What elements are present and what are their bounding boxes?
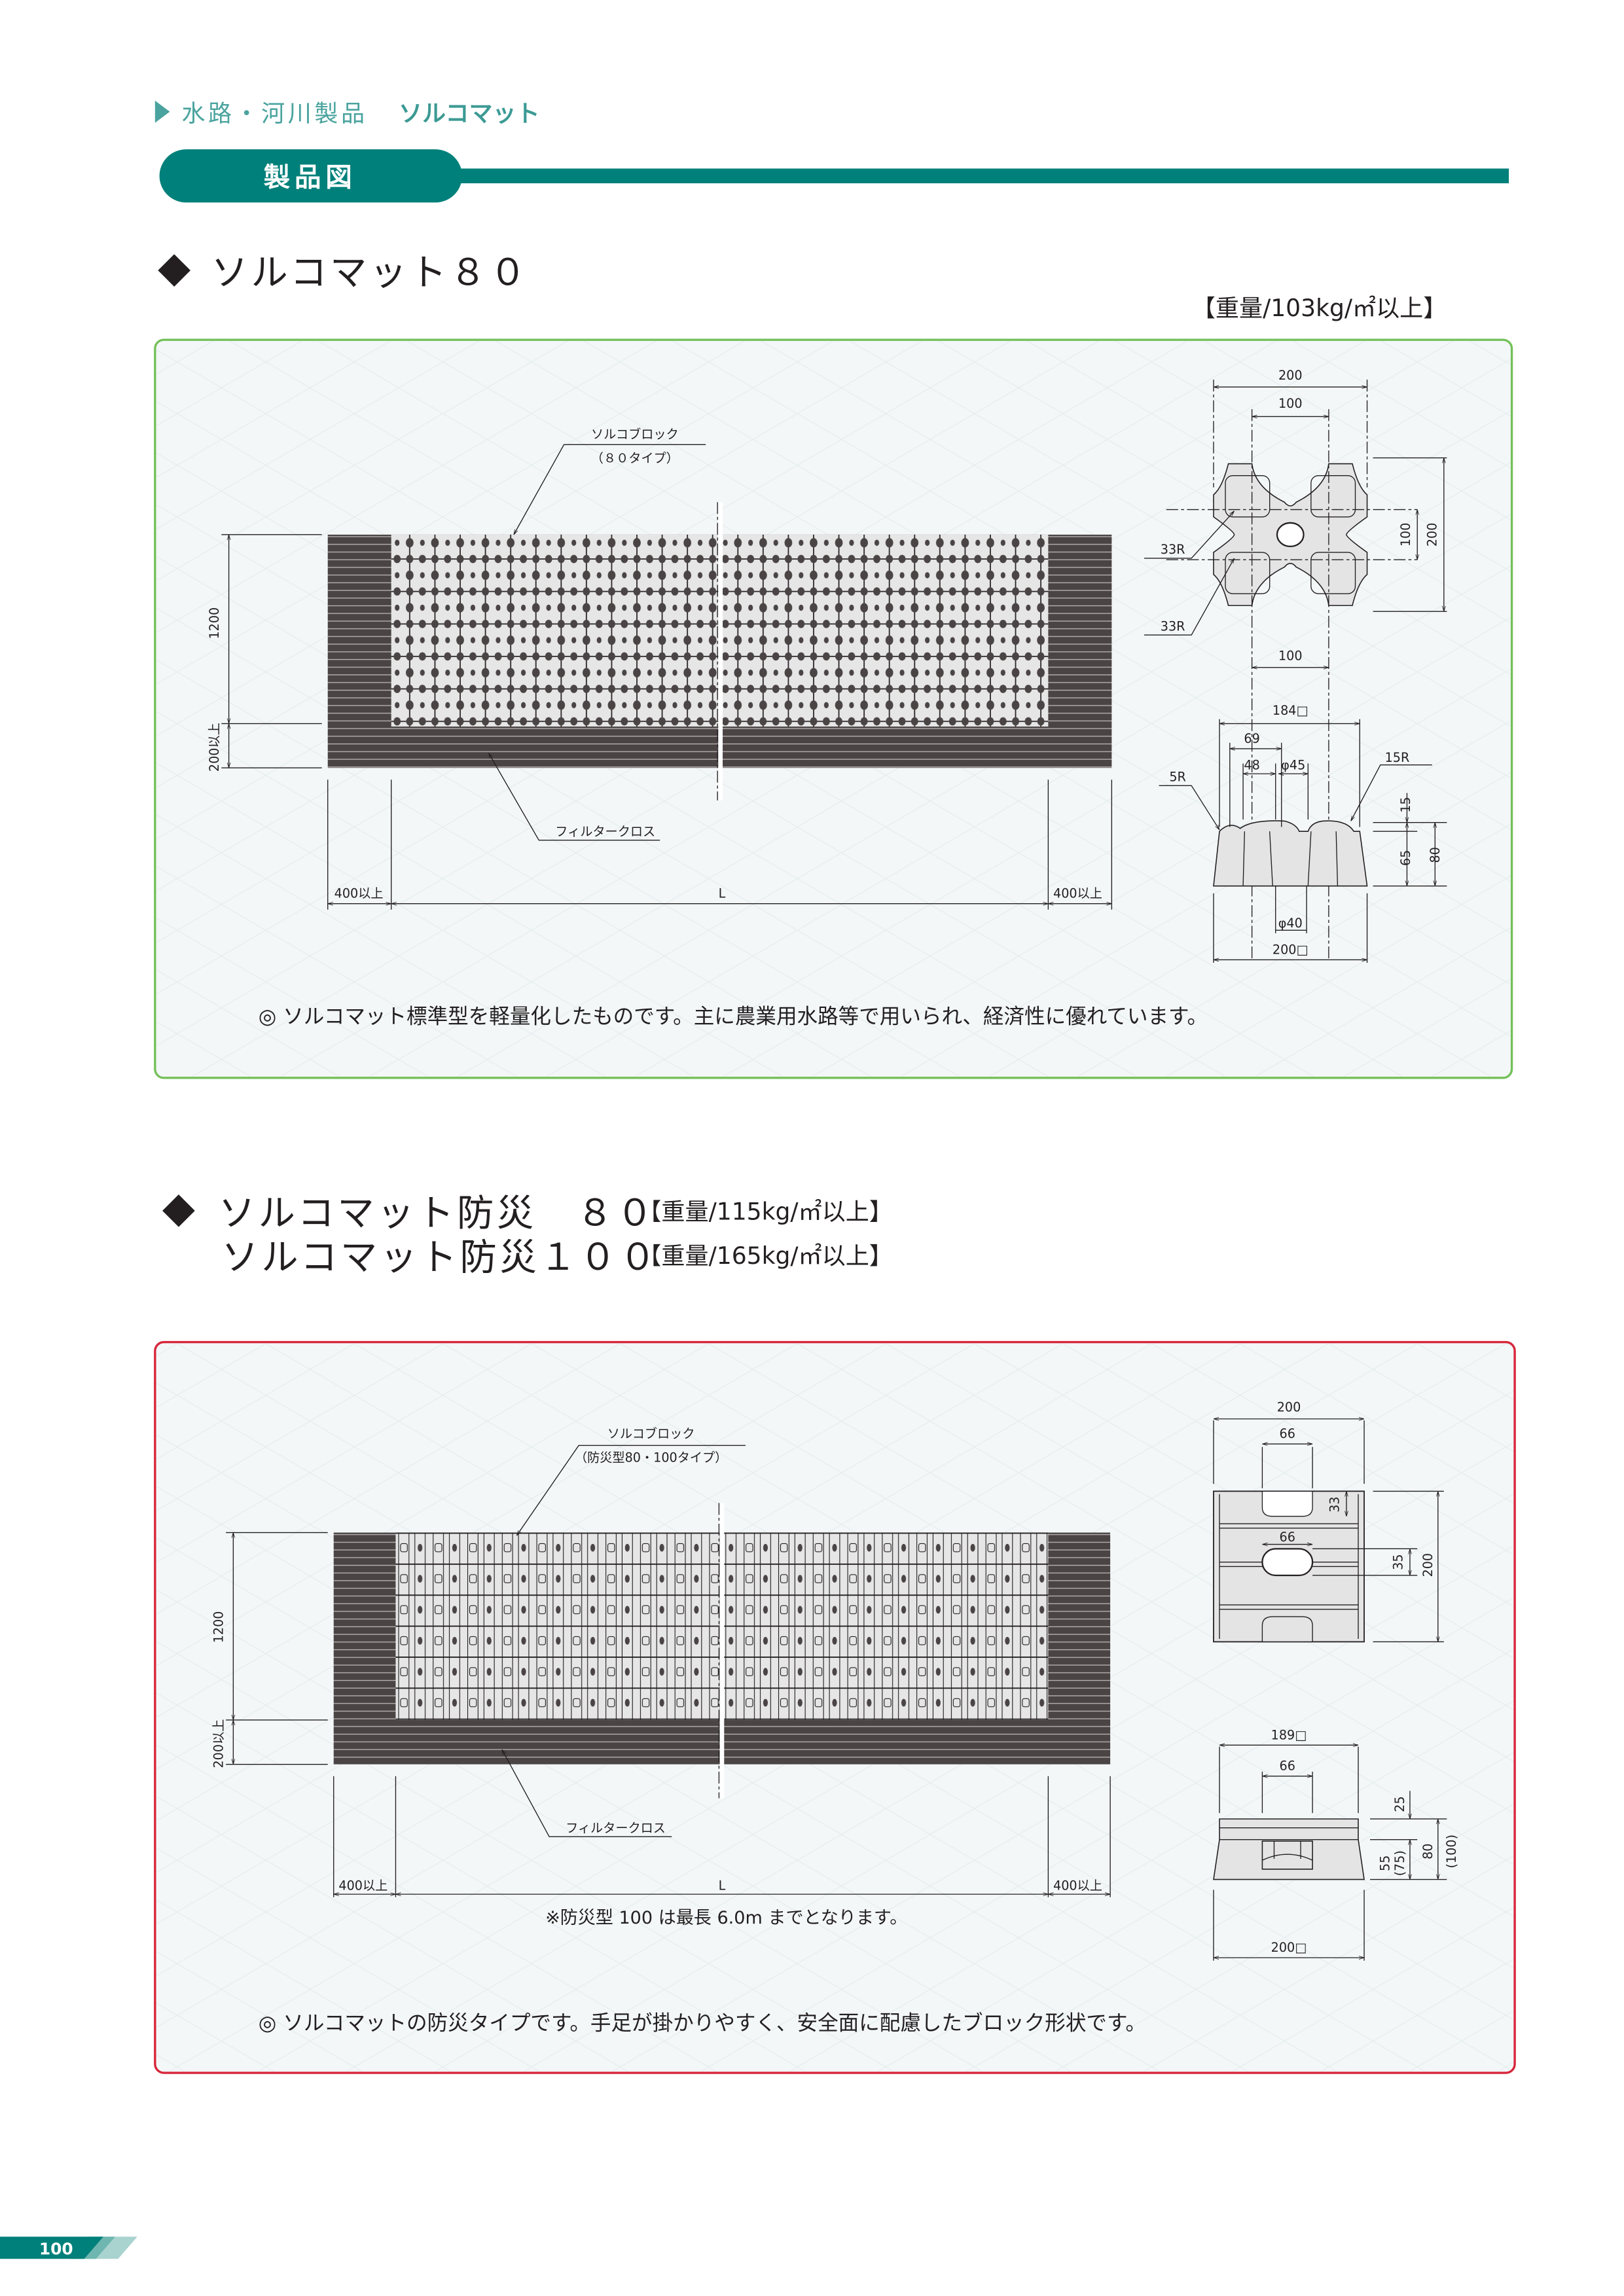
mat-plan-view [333, 1503, 1111, 1799]
dim-80: 80 [1420, 1844, 1435, 1859]
dim-66: 66 [1280, 1426, 1295, 1441]
filter-cloth-label: フィルタークロス [555, 824, 655, 839]
breadcrumb: 水路・河川製品 ソルコマット [154, 99, 540, 127]
dim-base-width: 200□ [1271, 1940, 1307, 1955]
dim-100: (100) [1444, 1835, 1459, 1869]
dim-phi45: φ45 [1281, 757, 1305, 772]
dim-height: 1200 [207, 607, 222, 639]
product1-drawing-panel: ソルコブロック （８０タイプ） フィルタークロス 1200 200以上 400以… [154, 338, 1513, 1079]
radius-label-1: 33R [1161, 542, 1185, 557]
block-label: ソルコブロック [591, 427, 679, 442]
dim-edge: 200以上 [211, 1719, 226, 1768]
block-type-label: （防災型80・100タイプ） [575, 1450, 727, 1465]
diamond-bullet-icon [162, 1194, 195, 1227]
dim-right: 400以上 [1053, 886, 1102, 901]
radius-label-2: 33R [1161, 619, 1185, 634]
dim-right: 400以上 [1053, 1878, 1102, 1893]
page-number-tab: 100 [0, 2236, 137, 2259]
dim-25: 25 [1392, 1796, 1407, 1812]
section-header: 製品図 [159, 149, 1509, 203]
product2-drawing-panel: ソルコブロック （防災型80・100タイプ） フィルタークロス 1200 200… [154, 1340, 1516, 2074]
dim-66-center: 66 [1280, 1530, 1295, 1545]
dim-block-height: 200 [1425, 523, 1440, 547]
dim-left: 400以上 [338, 1878, 388, 1893]
dim-block-width: 200 [1277, 1400, 1301, 1415]
dim-edge: 200以上 [207, 723, 222, 772]
block-type-label: （８０タイプ） [591, 450, 679, 465]
dim-55: 55 [1377, 1856, 1392, 1871]
product2-title-80: ソルコマット防災 ８０ [219, 1192, 657, 1234]
product1-title: ソルコマット８０ [211, 252, 530, 295]
dim-length: L [719, 1878, 726, 1893]
product2-weight-100: 【重量/165kg/㎡以上】 [638, 1242, 893, 1270]
dim-48: 48 [1244, 757, 1259, 772]
dim-block-pitch: 100 [1278, 396, 1303, 411]
product1-weight: 【重量/103kg/㎡以上】 [1192, 295, 1447, 322]
diamond-bullet-icon [158, 254, 190, 287]
page-number: 100 [39, 2239, 73, 2258]
mat-plan-view [327, 502, 1112, 800]
dim-base-width: 200□ [1272, 942, 1308, 957]
dim-block-pitch-v: 100 [1398, 523, 1413, 547]
dim-length: L [719, 886, 726, 901]
block-side-view [1213, 1818, 1365, 1880]
dim-block-width: 200 [1278, 368, 1303, 383]
filter-cloth-label: フィルタークロス [566, 1820, 666, 1835]
dim-69: 69 [1244, 731, 1259, 746]
block-label: ソルコブロック [607, 1426, 695, 1441]
product2-title-100: ソルコマット防災１００ [221, 1236, 659, 1279]
dim-80: 80 [1428, 847, 1443, 863]
dim-15: 15 [1398, 797, 1413, 812]
dim-phi40: φ40 [1278, 916, 1303, 931]
dim-top-width: 189□ [1271, 1727, 1307, 1742]
breadcrumb-category: 水路・河川製品 [181, 99, 367, 127]
dim-35: 35 [1391, 1554, 1406, 1570]
dim-75: (75) [1392, 1850, 1407, 1876]
dim-66: 66 [1280, 1759, 1295, 1774]
breadcrumb-product: ソルコマット [399, 99, 540, 127]
block-side-view [1213, 820, 1368, 887]
triangle-icon [154, 100, 170, 123]
product2-weight-80: 【重量/115kg/㎡以上】 [638, 1198, 893, 1225]
dim-left: 400以上 [334, 886, 384, 901]
dim-side-pitch: 100 [1278, 649, 1303, 664]
product2-note: ◎ ソルコマットの防災タイプです。手足が掛かりやすく、安全面に配慮したブロック形… [259, 2012, 1146, 2036]
dim-top-width: 184□ [1272, 703, 1308, 718]
length-note: ※防災型 100 は最長 6.0m までとなります。 [545, 1908, 907, 1928]
block-top-view [1213, 1490, 1365, 1643]
product1-note: ◎ ソルコマット標準型を軽量化したものです。主に農業用水路等で用いられ、経済性に… [259, 1005, 1208, 1028]
radius-15r: 15R [1385, 750, 1410, 765]
dim-65: 65 [1398, 850, 1413, 866]
dim-height: 1200 [211, 1611, 226, 1643]
radius-5r: 5R [1169, 770, 1186, 785]
dim-block-height: 200 [1420, 1553, 1435, 1577]
section-title: 製品図 [264, 162, 357, 193]
dim-33: 33 [1327, 1496, 1343, 1512]
